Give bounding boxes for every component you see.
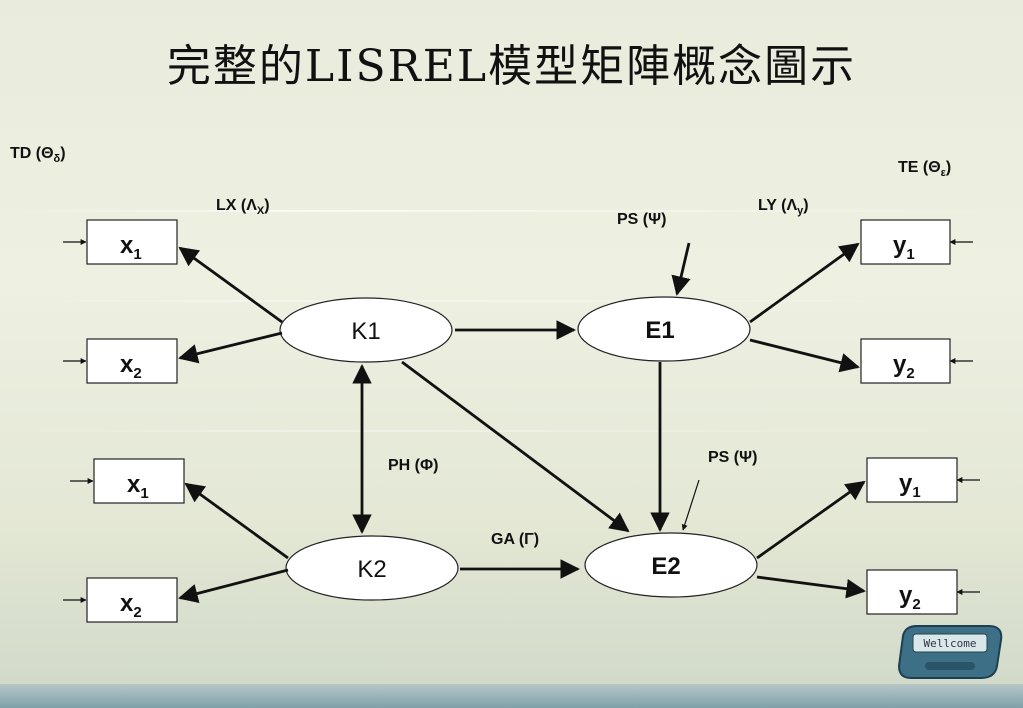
welcome-device-icon: Wellcome bbox=[897, 625, 1003, 679]
node-k2 bbox=[285, 535, 459, 601]
device-screen-text: Wellcome bbox=[924, 637, 977, 650]
label-ly: LY (Λy) bbox=[758, 197, 809, 217]
box-x1a-label: x1 bbox=[120, 232, 142, 263]
box-x1a bbox=[86, 219, 178, 265]
path-e2-y2b bbox=[756, 575, 866, 599]
node-k1 bbox=[279, 297, 453, 363]
label-te: TE (Θε) bbox=[898, 159, 951, 179]
path-e1-y2a bbox=[749, 338, 860, 373]
box-y2b bbox=[866, 569, 958, 615]
box-x1b bbox=[93, 458, 185, 504]
label-td: TD (Θδ) bbox=[10, 145, 66, 165]
box-y2a-label: y2 bbox=[893, 351, 915, 382]
node-e1-label: E1 bbox=[645, 317, 674, 344]
node-e2 bbox=[584, 532, 758, 598]
box-y1a bbox=[860, 219, 951, 265]
box-x1b-label: x1 bbox=[127, 471, 149, 502]
background-streak bbox=[0, 210, 1023, 212]
background-streak bbox=[0, 300, 1023, 302]
path-k1-x2a bbox=[178, 331, 283, 364]
box-y2b-label: y2 bbox=[899, 582, 921, 613]
label-ph: PH (Φ) bbox=[388, 457, 438, 474]
node-e2-label: E2 bbox=[651, 553, 680, 580]
path-e2-y1b bbox=[756, 480, 866, 560]
label-ps-top: PS (Ψ) bbox=[617, 211, 666, 228]
node-k1-label: K1 bbox=[351, 318, 380, 345]
box-y1b bbox=[866, 457, 958, 503]
box-x2b bbox=[86, 577, 178, 623]
label-ga: GA (Γ) bbox=[491, 531, 539, 548]
label-ps-mid: PS (Ψ) bbox=[708, 449, 757, 466]
path-ps-e2 bbox=[681, 479, 700, 531]
background-streak bbox=[0, 430, 1023, 432]
bottom-band bbox=[0, 684, 1023, 708]
path-k1-x1a bbox=[178, 246, 283, 324]
box-y1a-label: y1 bbox=[893, 232, 915, 263]
box-x2b-label: x2 bbox=[120, 590, 142, 621]
path-ps-e1 bbox=[671, 242, 691, 296]
node-k2-label: K2 bbox=[357, 556, 386, 583]
node-e1 bbox=[577, 296, 751, 362]
box-y1b-label: y1 bbox=[899, 470, 921, 501]
box-y2a bbox=[860, 338, 951, 384]
label-lx: LX (ΛX) bbox=[216, 197, 270, 217]
box-x2a-label: x2 bbox=[120, 351, 142, 382]
box-x2a bbox=[86, 338, 178, 384]
page-title: 完整的LISREL模型矩陣概念圖示 bbox=[166, 41, 857, 92]
path-k2-x2b bbox=[178, 568, 289, 604]
path-k2-x1b bbox=[184, 482, 289, 560]
path-k1-e2 bbox=[401, 360, 630, 533]
path-e1-y1a bbox=[749, 242, 860, 324]
